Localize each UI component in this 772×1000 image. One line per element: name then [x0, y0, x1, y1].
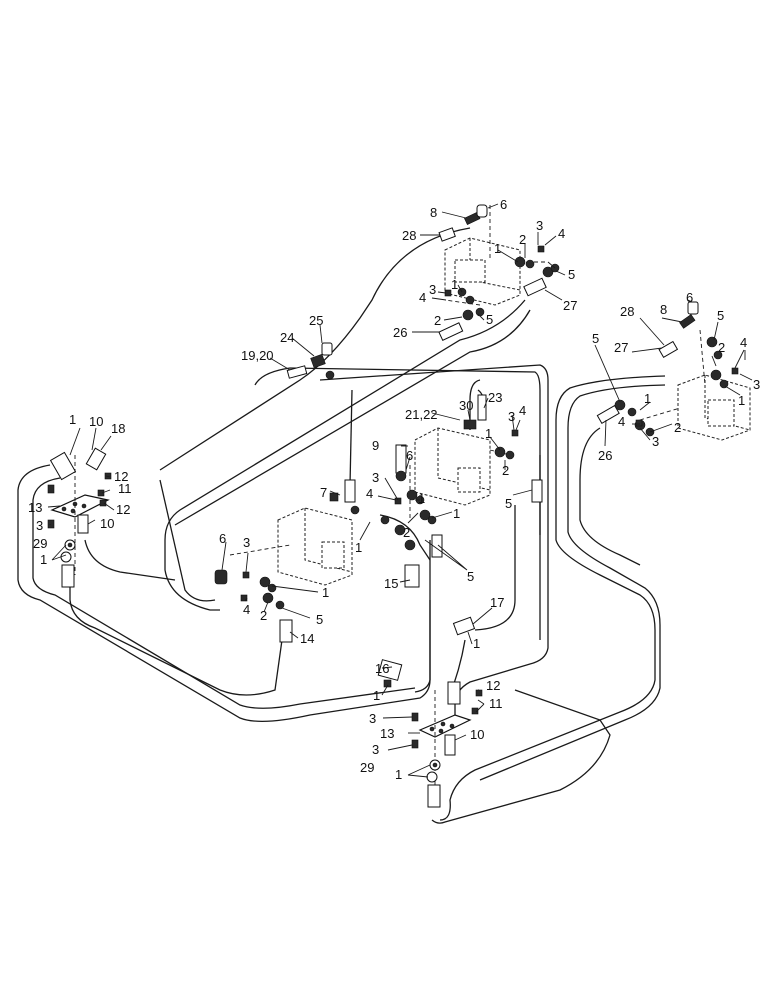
label-3-low-a: 3: [369, 711, 376, 726]
label-5-lower: 5: [316, 612, 323, 627]
motor-lower: [277, 507, 353, 586]
manifold-lower: [418, 714, 472, 738]
label-15: 15: [384, 576, 398, 591]
leader-lines: [47, 203, 753, 778]
label-1-mid: 1: [418, 491, 425, 506]
label-2-right-b: 2: [674, 420, 681, 435]
label-21-22: 21,22: [405, 407, 438, 422]
label-8-top: 8: [430, 205, 437, 220]
label-5-right-b: 5: [592, 331, 599, 346]
label-26-right: 26: [598, 448, 612, 463]
label-10-left: 10: [89, 414, 103, 429]
manifold-left: [50, 494, 110, 518]
label-14: 14: [300, 631, 314, 646]
label-11-low: 11: [489, 696, 503, 711]
label-4-mid: 4: [366, 486, 373, 501]
label-1-top-b: 1: [451, 277, 458, 292]
label-8-right: 8: [660, 302, 667, 317]
label-27-right: 27: [614, 340, 628, 355]
label-13-left: 13: [28, 500, 42, 515]
assembly-lines: [74, 205, 706, 790]
label-19-20: 19,20: [241, 348, 274, 363]
label-12-left-a: 12: [114, 469, 128, 484]
component-bodies: [50, 237, 751, 738]
label-3-mid: 3: [372, 470, 379, 485]
label-6-top: 6: [500, 197, 507, 212]
label-6-center: 6: [406, 448, 413, 463]
label-12-left-b: 12: [116, 502, 130, 517]
label-11-left: 11: [118, 481, 132, 496]
label-28-top: 28: [402, 228, 416, 243]
motor-center: [414, 427, 491, 506]
label-3-right: 3: [753, 377, 760, 392]
label-1-low-b: 1: [373, 688, 380, 703]
label-5-right-a: 5: [717, 308, 724, 323]
label-18: 18: [111, 421, 125, 436]
label-29-low: 29: [360, 760, 374, 775]
label-4-right-b: 4: [618, 414, 625, 429]
label-3-low-b: 3: [372, 742, 379, 757]
label-2-top-b: 2: [434, 313, 441, 328]
label-3-lower: 3: [243, 535, 250, 550]
label-3-center: 3: [508, 409, 515, 424]
label-28-right: 28: [620, 304, 634, 319]
label-29-left: 29: [33, 536, 47, 551]
label-10-left-b: 10: [100, 516, 114, 531]
label-30: 30: [459, 398, 473, 413]
motor-right: [677, 374, 751, 441]
label-3-top-b: 3: [429, 282, 436, 297]
label-4-lower: 4: [243, 602, 250, 617]
label-1-right: 1: [738, 393, 745, 408]
label-1-mid-b: 1: [453, 506, 460, 521]
label-27-top: 27: [563, 298, 577, 313]
label-23: 23: [488, 390, 502, 405]
label-2-center: 2: [502, 463, 509, 478]
label-1-low-c: 1: [395, 767, 402, 782]
label-2-top: 2: [519, 232, 526, 247]
label-4-top: 4: [558, 226, 565, 241]
label-5-top-b: 5: [486, 312, 493, 327]
label-1-mid-c: 1: [355, 540, 362, 555]
label-5-center: 5: [505, 496, 512, 511]
label-3-top: 3: [536, 218, 543, 233]
label-7: 7: [320, 485, 327, 500]
label-6-lower: 6: [219, 531, 226, 546]
label-3-right-b: 3: [652, 434, 659, 449]
label-5-top: 5: [568, 267, 575, 282]
label-2-lower: 2: [260, 608, 267, 623]
label-6-right: 6: [686, 290, 693, 305]
label-12-low: 12: [486, 678, 500, 693]
label-17: 17: [490, 595, 504, 610]
label-4-center: 4: [519, 403, 526, 418]
label-4-right: 4: [740, 335, 747, 350]
label-10-low: 10: [470, 727, 484, 742]
label-1-center: 1: [485, 426, 492, 441]
label-1-low-a: 1: [473, 636, 480, 651]
label-26-top: 26: [393, 325, 407, 340]
fittings: [47, 204, 739, 808]
label-2-right: 2: [718, 340, 725, 355]
label-13-low: 13: [380, 726, 394, 741]
part-labels: 8 6 28 1 2 3 4 5 27 1 3 4 2 5 26 25 24 1…: [28, 197, 760, 782]
label-1-lower: 1: [322, 585, 329, 600]
label-16: 16: [375, 661, 389, 676]
label-2-mid: 2: [403, 525, 410, 540]
label-9: 9: [372, 438, 379, 453]
label-1-right-b: 1: [644, 391, 651, 406]
label-1-left-b: 1: [40, 552, 47, 567]
motor-top: [444, 237, 521, 306]
label-4-top-b: 4: [419, 290, 426, 305]
label-25: 25: [309, 313, 323, 328]
label-1-top: 1: [494, 241, 501, 256]
label-24: 24: [280, 330, 294, 345]
label-1-left: 1: [69, 412, 76, 427]
label-5-mid: 5: [467, 569, 474, 584]
label-3-left: 3: [36, 518, 43, 533]
